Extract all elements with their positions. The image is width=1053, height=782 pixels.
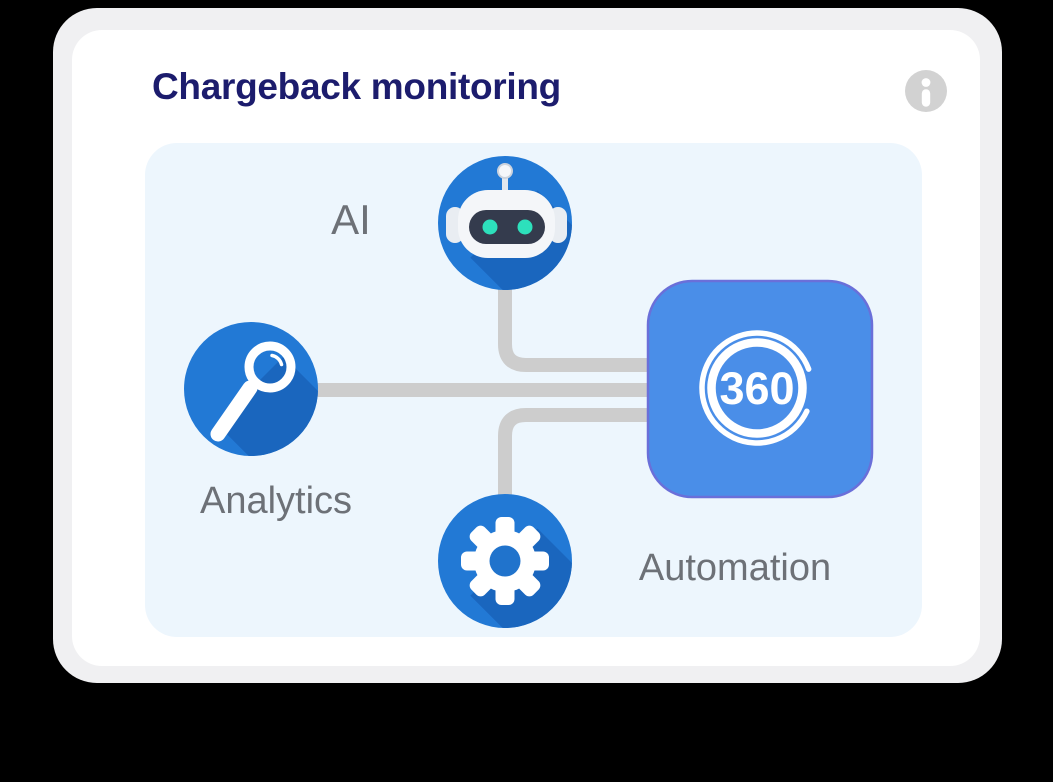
360-badge-icon: 360	[699, 330, 815, 446]
ai-node	[438, 156, 572, 290]
ai-label: AI	[331, 196, 371, 243]
connector-lines	[312, 280, 650, 496]
info-button[interactable]	[905, 70, 947, 112]
magnifier-icon	[210, 341, 296, 442]
connector-ai-to-hub	[498, 280, 650, 372]
automation-node	[438, 494, 572, 628]
connector-automation-to-hub	[498, 408, 650, 496]
analytics-label: Analytics	[199, 480, 353, 522]
hub-label: 360	[719, 363, 794, 414]
card-title: Chargeback monitoring	[152, 66, 561, 107]
info-icon	[905, 70, 947, 112]
automation-label: Automation	[638, 547, 832, 589]
gear-icon	[461, 517, 549, 605]
hub-node: 360	[646, 279, 874, 499]
robot-icon	[446, 163, 567, 258]
